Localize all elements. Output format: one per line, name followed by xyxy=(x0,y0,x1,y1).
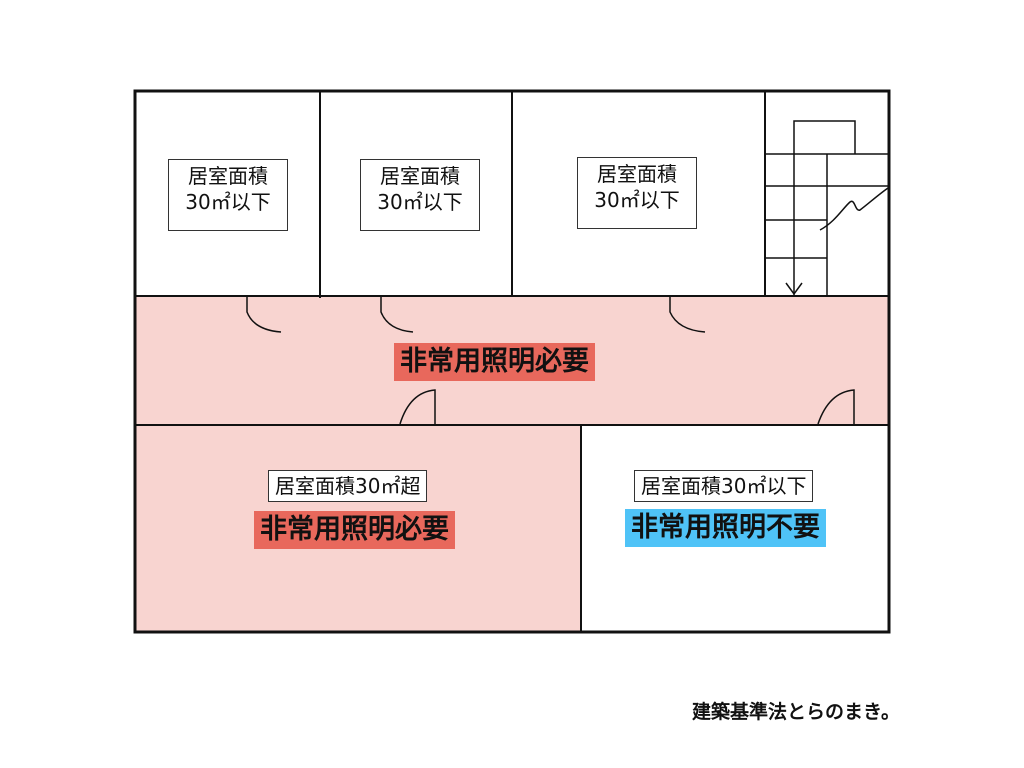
room-label-2: 居室面積 30㎡以下 xyxy=(360,159,480,231)
door-swing-icon xyxy=(817,389,855,425)
credit-text: 建築基準法とらのまき。 xyxy=(692,701,901,723)
door-swing-icon xyxy=(380,297,414,333)
corridor-emergency-light-badge: 非常用照明必要 xyxy=(394,343,595,381)
room-label-line1: 居室面積 xyxy=(380,164,460,188)
large-room-label: 居室面積30㎡超 xyxy=(268,470,428,502)
small-room-label: 居室面積30㎡以下 xyxy=(634,470,814,502)
room-label-1: 居室面積 30㎡以下 xyxy=(168,159,288,231)
door-swing-icon xyxy=(246,297,282,333)
room-label-line2: 30㎡以下 xyxy=(377,190,463,214)
room-label-line2: 30㎡以下 xyxy=(594,188,680,212)
staircase-icon xyxy=(765,120,889,296)
small-room-no-emergency-light-badge: 非常用照明不要 xyxy=(625,509,826,547)
room-label-line2: 30㎡以下 xyxy=(185,190,271,214)
large-room-emergency-light-badge: 非常用照明必要 xyxy=(254,511,455,549)
door-swing-icon xyxy=(669,297,706,333)
room-label-line1: 居室面積 xyxy=(188,164,268,188)
room-label-3: 居室面積 30㎡以下 xyxy=(577,157,697,229)
outer-wall xyxy=(133,89,891,634)
room-label-line1: 居室面積 xyxy=(597,162,677,186)
door-swing-icon xyxy=(399,389,436,425)
